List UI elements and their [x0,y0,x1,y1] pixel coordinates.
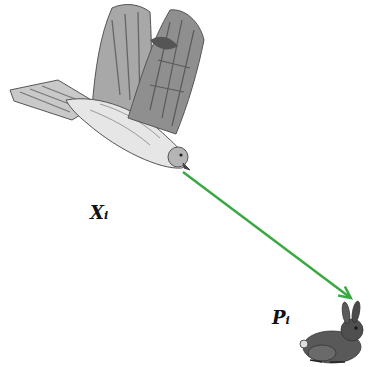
arrow-shaft [183,172,351,298]
hawk-illustration [10,5,204,170]
figure-node: Pᵢ [300,298,366,364]
variable-label: Xᵢ [90,203,108,223]
arrow-connector [183,172,351,298]
variable-label: Pᵢ [272,308,290,328]
rabbit-illustration [300,301,363,363]
figure-node: Xᵢ [8,0,183,172]
arrow-head [338,286,351,298]
